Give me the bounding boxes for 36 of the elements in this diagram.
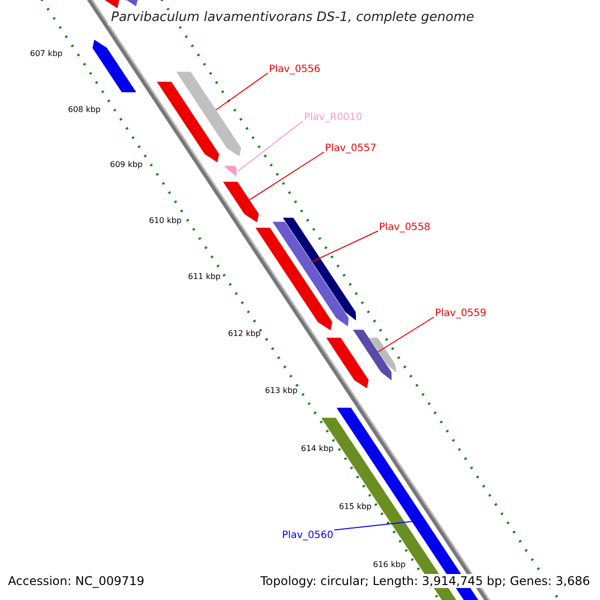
leader-line bbox=[334, 520, 426, 530]
info-text: Accession: NC_009719 bbox=[8, 574, 144, 588]
leader-line bbox=[215, 72, 268, 110]
gene-feature bbox=[157, 82, 220, 162]
gene-label: Plav_0556 bbox=[269, 64, 320, 75]
tick-label: 612 kbp bbox=[228, 329, 261, 338]
leader-line bbox=[238, 120, 304, 172]
gene-feature bbox=[256, 228, 332, 330]
gene-label: Plav_R0010 bbox=[304, 112, 362, 123]
tick-label: 611 kbp bbox=[188, 272, 221, 281]
gene-feature bbox=[283, 218, 356, 320]
gene-feature bbox=[123, 0, 140, 6]
gene-feature bbox=[224, 166, 237, 176]
gene-feature bbox=[326, 338, 369, 388]
gene-label: Plav_0557 bbox=[325, 143, 376, 154]
tick-label: 609 kbp bbox=[110, 160, 143, 169]
gene-feature bbox=[92, 40, 136, 92]
gene-label: Plav_0560 bbox=[282, 530, 334, 541]
gene-feature bbox=[104, 0, 120, 8]
tick-label: 616 kbp bbox=[373, 560, 406, 569]
gene-label: Plav_0558 bbox=[379, 222, 430, 233]
tick-label: 614 kbp bbox=[301, 444, 334, 453]
leader-line bbox=[248, 152, 324, 200]
tick-label: 608 kbp bbox=[68, 105, 101, 114]
gene-feature bbox=[223, 182, 259, 222]
leader-line bbox=[310, 230, 378, 262]
gene-feature bbox=[272, 222, 349, 326]
gene-feature bbox=[176, 72, 242, 156]
info-text: Topology: circular; Length: 3,914,745 bp; Genes: 3,686 bbox=[260, 574, 590, 588]
tick-label: 613 kbp bbox=[265, 386, 298, 395]
tick-label: 615 kbp bbox=[339, 502, 372, 511]
tick-label: 610 kbp bbox=[149, 216, 182, 225]
leader-line bbox=[377, 316, 434, 352]
gene-feature bbox=[353, 330, 392, 380]
tick-label: 607 kbp bbox=[30, 49, 63, 58]
gene-label: Plav_0559 bbox=[435, 308, 486, 319]
